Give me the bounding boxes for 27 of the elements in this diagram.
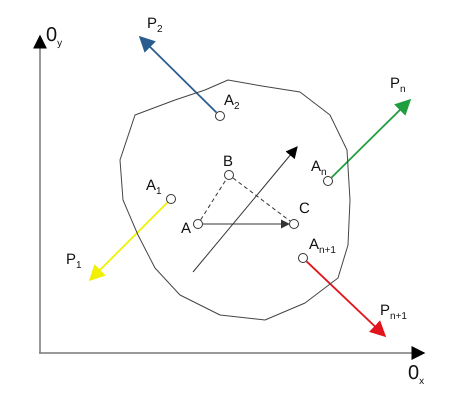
point-marker (289, 219, 299, 229)
dashed-line (232, 178, 290, 222)
force-arrow (138, 36, 218, 114)
point-label: A$_{2}$ (224, 93, 240, 114)
force-arrow (306, 260, 386, 338)
axis-label: 0$_{y}$ (46, 24, 62, 51)
point-marker (224, 170, 234, 180)
point-marker (323, 176, 333, 186)
force-label: P$_{1}$ (66, 252, 90, 280)
point-marker (166, 194, 176, 204)
point-marker (298, 253, 308, 263)
point-marker (215, 111, 225, 121)
point-label: A$_{n}$ (311, 159, 327, 180)
dashed-line (200, 178, 227, 220)
force-label: P$_{n+1}$ (380, 303, 414, 336)
force-arrow (330, 98, 412, 178)
force-arrow (88, 202, 168, 282)
point-label: C (299, 201, 310, 217)
point-label: A (181, 221, 192, 237)
force-label: P$_{2}$ (140, 16, 166, 37)
point-marker (193, 219, 203, 229)
point-label: A$_{n+1}$ (309, 237, 336, 258)
axis-label: 0$_{x}$ (408, 362, 424, 389)
arrow (202, 220, 290, 228)
point-label: B (223, 154, 234, 170)
point-label: A$_{1}$ (146, 178, 162, 199)
force-label: P$_{n}$ (390, 76, 410, 100)
